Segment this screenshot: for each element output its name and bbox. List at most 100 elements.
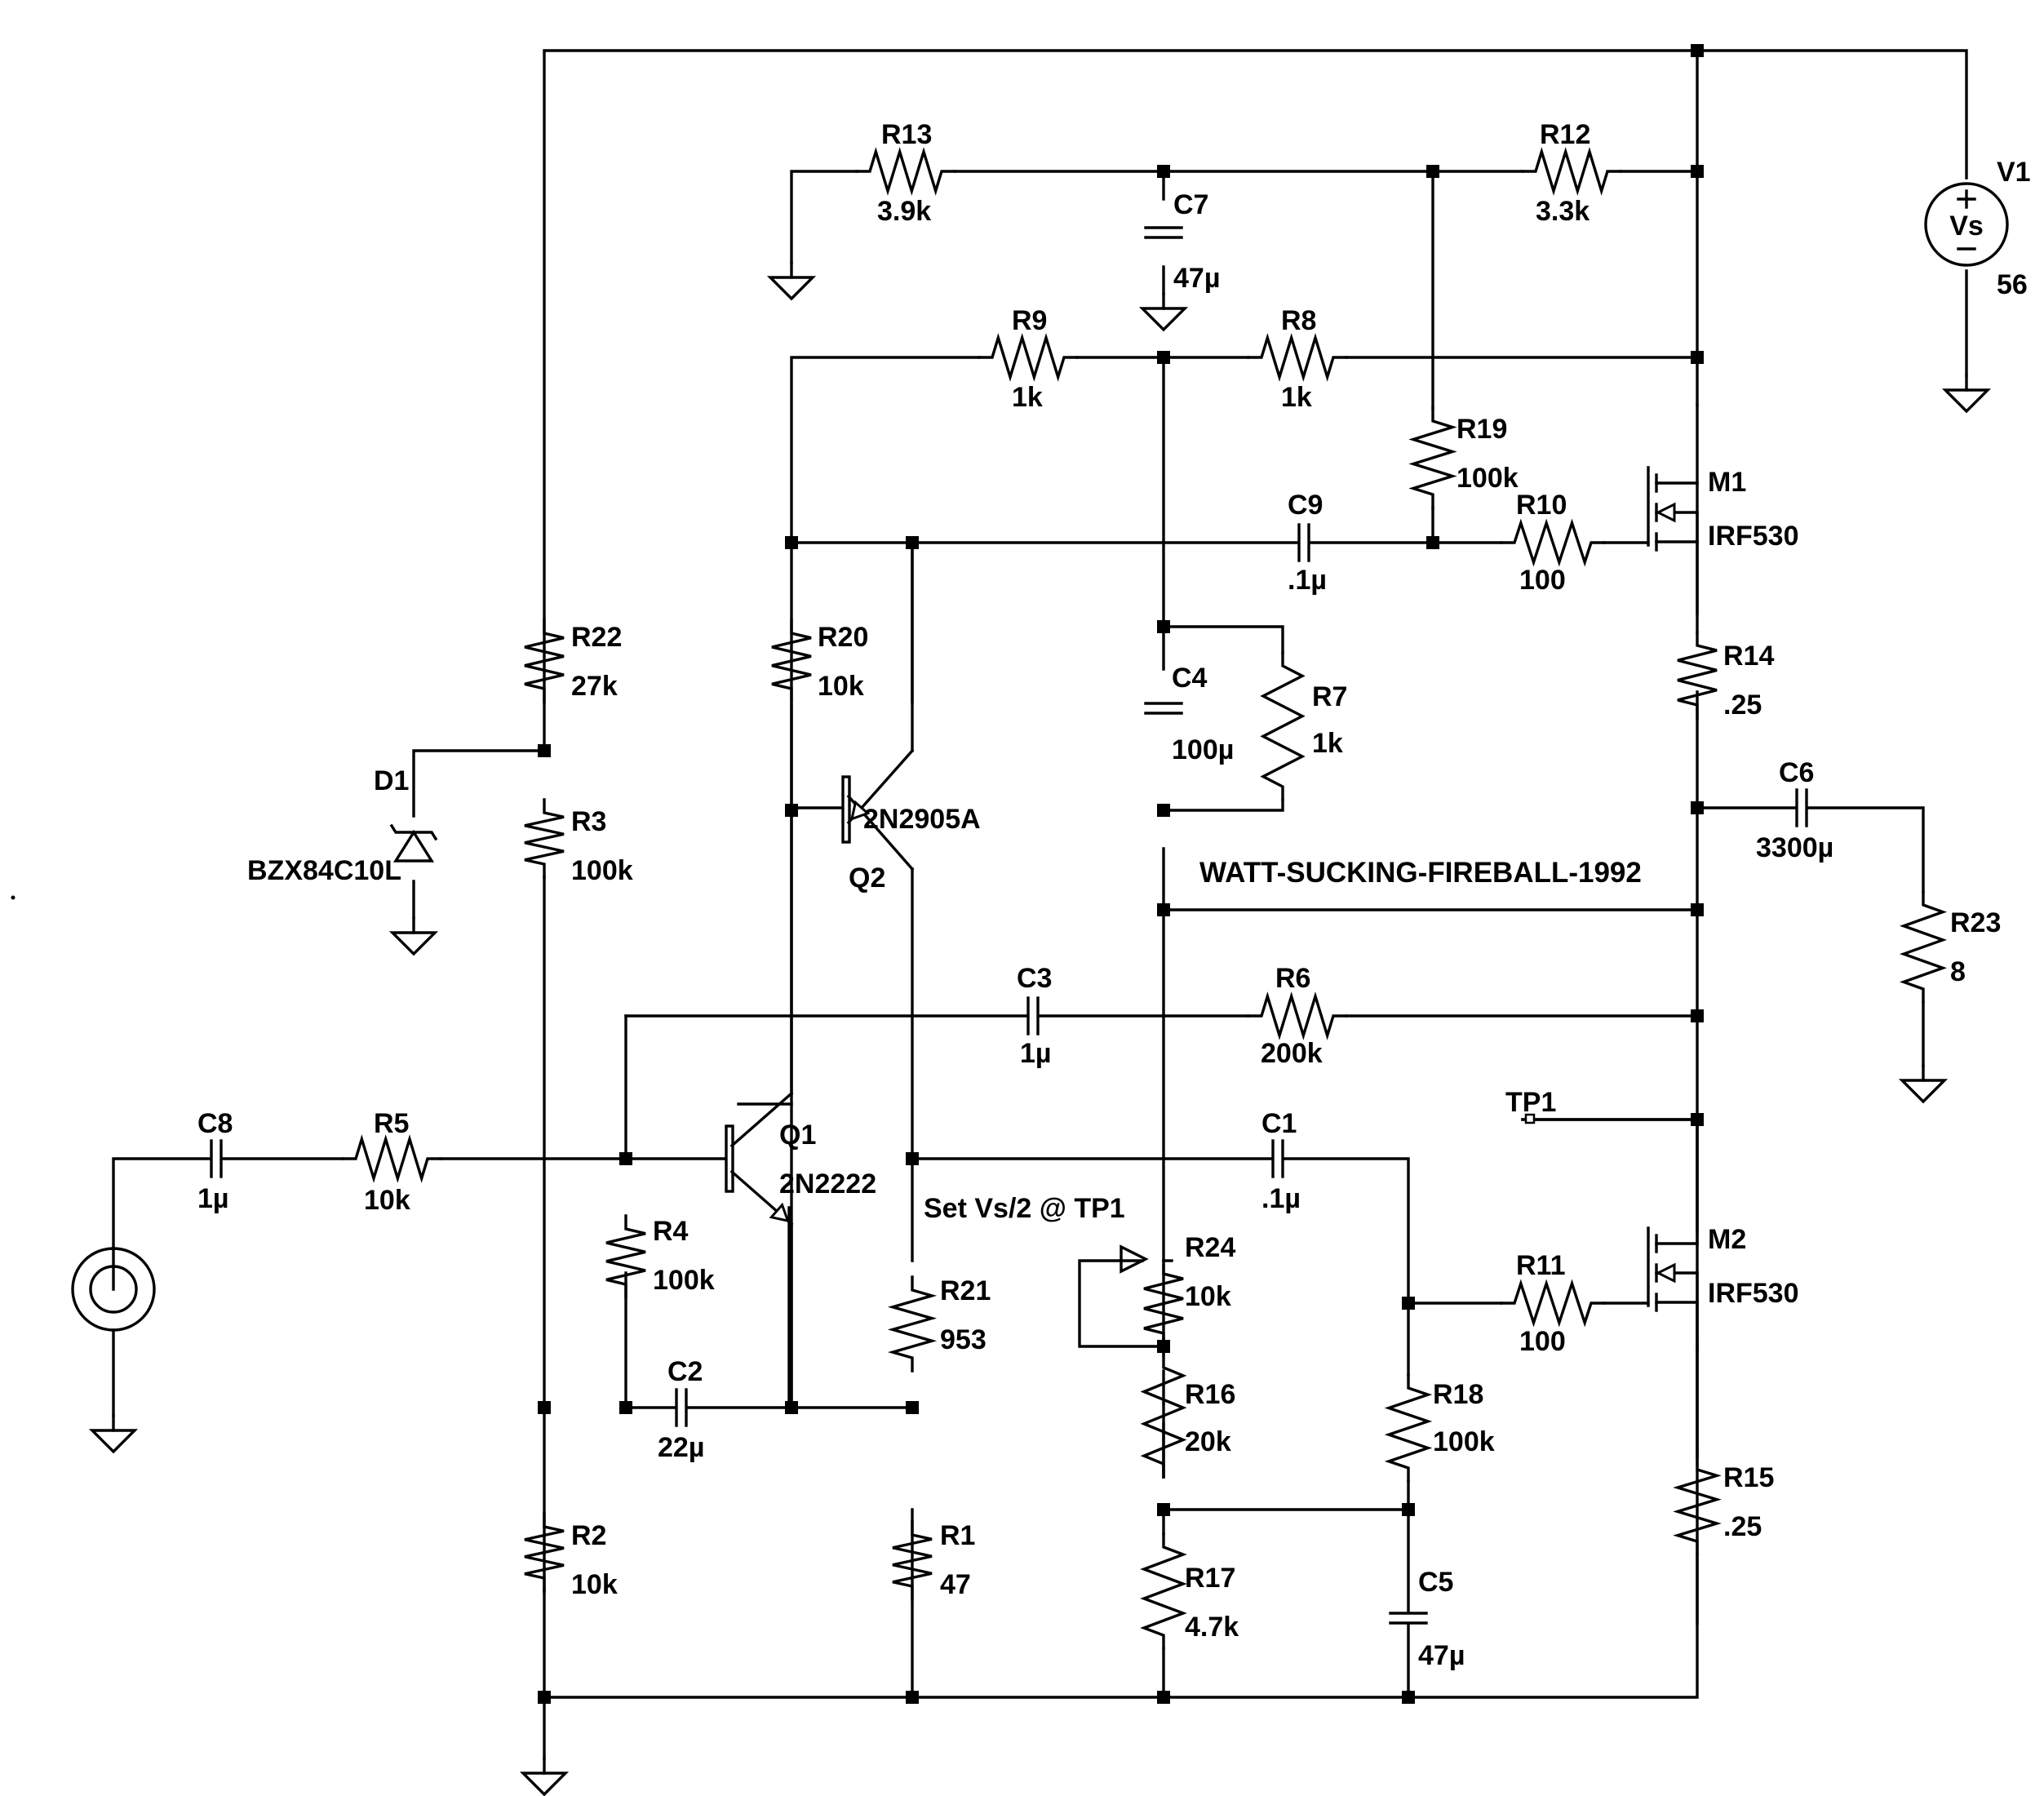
c2-capacitor (675, 1388, 688, 1427)
r17-label: R17 (1185, 1563, 1235, 1594)
junction-dot (538, 1401, 551, 1414)
r7-label: R7 (1312, 681, 1347, 712)
r6-label: R6 (1275, 963, 1310, 994)
c9-value: .1µ (1288, 565, 1327, 596)
c1-label: C1 (1261, 1108, 1297, 1139)
m1-label: M1 (1708, 467, 1746, 498)
m1-value: IRF530 (1708, 521, 1799, 552)
junction-dot (1157, 351, 1170, 364)
r23-value: 8 (1950, 956, 1966, 987)
r21-label: R21 (940, 1275, 991, 1306)
m1-mosfet (1647, 466, 1699, 552)
r2-value: 10k (571, 1569, 618, 1600)
c1-capacitor (1271, 1139, 1284, 1178)
c9-capacitor (1297, 523, 1310, 562)
junction-dot (785, 804, 798, 817)
junction-dot (1157, 165, 1170, 178)
m2-label: M2 (1708, 1224, 1746, 1255)
c7-value: 47µ (1173, 263, 1220, 294)
d1-zener-diode (389, 823, 438, 863)
junction-dot (1157, 620, 1170, 633)
r8-label: R8 (1281, 305, 1316, 336)
r12-resistor (1521, 147, 1622, 196)
junction-dot (1691, 1009, 1704, 1022)
r6-value: 200k (1261, 1038, 1323, 1069)
d1-label: D1 (374, 765, 409, 796)
c7-label: C7 (1173, 189, 1208, 220)
ground-icon (1898, 1064, 1949, 1104)
c5-capacitor (1389, 1612, 1428, 1625)
ground-icon (519, 1757, 570, 1796)
labels: TP1R133.9kR123.3kC747µV156R91kR81kR19100… (197, 119, 2031, 1671)
junction-dot (1426, 165, 1439, 178)
junction-dot (785, 536, 798, 549)
v1-value: 56 (1997, 269, 2028, 300)
m2-value: IRF530 (1708, 1278, 1799, 1309)
r20-resistor (771, 619, 812, 703)
junction-dots (538, 44, 1704, 1704)
ground-icon (1138, 292, 1189, 332)
c5-value: 47µ (1418, 1640, 1465, 1671)
r16-value: 20k (1185, 1426, 1231, 1457)
r2-label: R2 (571, 1520, 606, 1551)
junction-dot (1691, 351, 1704, 364)
v1-voltage-source: Vs (1924, 182, 2009, 267)
r7-value: 1k (1312, 728, 1343, 759)
r8-value: 1k (1281, 382, 1312, 413)
c2-value: 22µ (658, 1432, 704, 1463)
r14-label: R14 (1723, 641, 1774, 672)
junction-dot (1691, 44, 1704, 57)
r10-value: 100 (1519, 565, 1566, 596)
r9-value: 1k (1012, 382, 1043, 413)
junction-dot (1157, 804, 1170, 817)
junction-dot (1157, 1691, 1170, 1704)
q2-transistor (841, 748, 915, 871)
m2-mosfet (1647, 1226, 1699, 1312)
r2-resistor (524, 1512, 565, 1593)
ground-icon (88, 1414, 139, 1454)
r23-label: R23 (1950, 907, 2001, 938)
circuit-title: WATT-SUCKING-FIREBALL-1992 (1199, 857, 1642, 889)
r18-label: R18 (1433, 1379, 1483, 1410)
r4-resistor (605, 1214, 646, 1299)
r5-value: 10k (364, 1185, 410, 1216)
junction-dot (785, 1401, 798, 1414)
junction-dot (1402, 1503, 1415, 1516)
c2-label: C2 (667, 1356, 703, 1387)
q1-value: 2N2222 (779, 1169, 876, 1200)
r24-wiper-icon (1120, 1244, 1149, 1274)
r22-resistor (524, 619, 565, 703)
r24-label: R24 (1185, 1232, 1235, 1263)
q2-value: 2N2905A (863, 804, 981, 835)
r18-value: 100k (1433, 1426, 1495, 1457)
c4-label: C4 (1172, 663, 1208, 694)
q1-label: Q1 (779, 1120, 816, 1151)
tp1-label: TP1 (1505, 1087, 1556, 1118)
r10-resistor (1500, 518, 1606, 567)
r13-resistor (855, 147, 956, 196)
c3-capacitor (1026, 996, 1040, 1035)
q1-transistor (725, 1091, 794, 1226)
r19-resistor (1408, 406, 1457, 509)
junction-dot (619, 1152, 632, 1165)
r9-resistor (978, 333, 1079, 382)
r8-resistor (1247, 333, 1348, 382)
r7-resistor (1260, 651, 1306, 801)
r3-value: 100k (571, 855, 633, 886)
junction-dot (906, 536, 919, 549)
c1-value: .1µ (1261, 1183, 1301, 1214)
r18-resistor (1384, 1373, 1433, 1483)
junction-dot (619, 1401, 632, 1414)
r15-label: R15 (1723, 1462, 1774, 1493)
r4-value: 100k (653, 1265, 715, 1296)
ground-icon (1941, 374, 1992, 414)
r23-resistor (1899, 890, 1948, 1004)
junction-dot (1691, 903, 1704, 916)
r4-label: R4 (653, 1216, 689, 1247)
junction-dot (538, 1691, 551, 1704)
r12-value: 3.3k (1536, 196, 1590, 227)
r11-value: 100 (1519, 1326, 1566, 1357)
c4-value: 100µ (1172, 734, 1234, 765)
r6-resistor (1247, 991, 1348, 1040)
